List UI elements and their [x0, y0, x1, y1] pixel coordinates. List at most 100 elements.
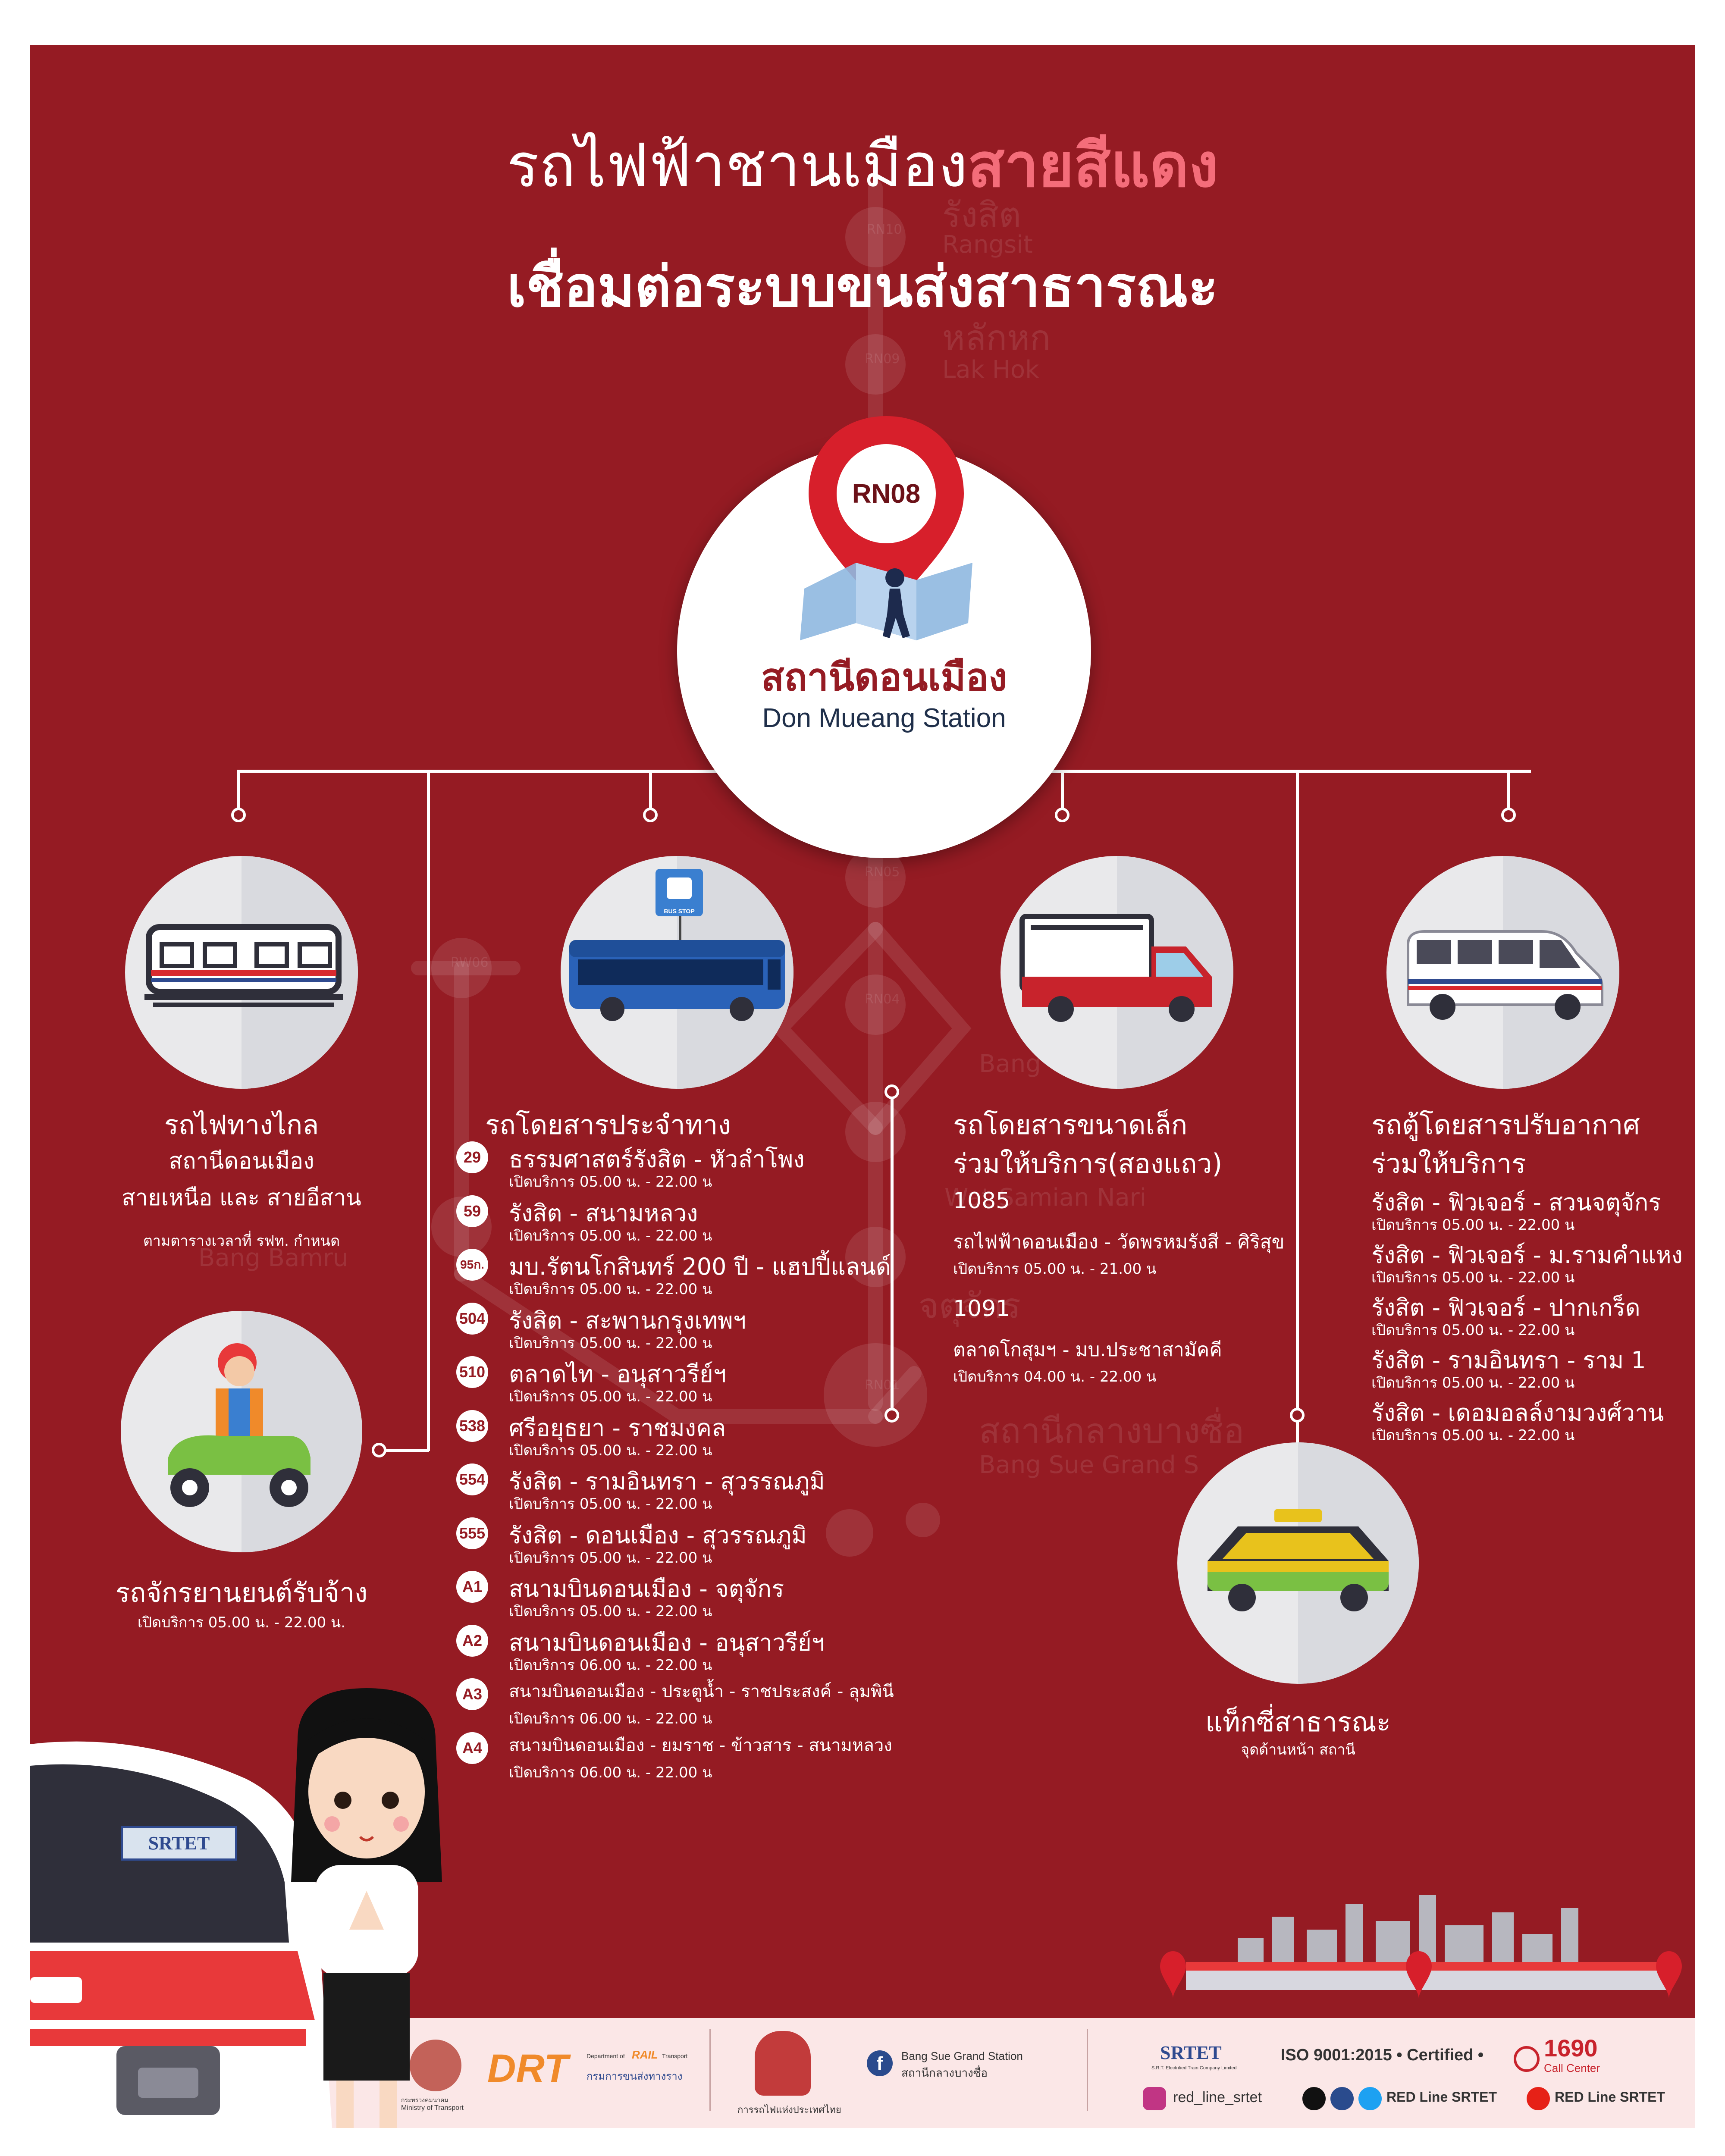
- bus-route-badge: 538: [456, 1410, 488, 1442]
- call-center-number[interactable]: 1690: [1544, 2034, 1598, 2062]
- title-prefix: รถไฟฟ้าชานเมือง: [506, 131, 968, 201]
- knob-taxi: [1290, 1408, 1305, 1423]
- songthaew-title-2: ร่วมให้บริการ(สองแถว): [953, 1148, 1223, 1179]
- van-route-hours: เปิดบริการ 05.00 น. - 22.00 น: [1371, 1216, 1575, 1234]
- songthaew-route-name-2: ตลาดโกสุมฯ - มบ.ประชาสามัคคี: [953, 1339, 1222, 1361]
- bus-route-hours: เปิดบริการ 05.00 น. - 22.00 น: [509, 1173, 712, 1191]
- van-route-hours: เปิดบริการ 05.00 น. - 22.00 น: [1371, 1427, 1575, 1444]
- bus-route-name: ศรีอยุธยา - ราชมงคล: [509, 1414, 726, 1442]
- van-route-name: รังสิต - ฟิวเจอร์ - ม.รามคำแหง: [1371, 1241, 1683, 1269]
- taxi-circle: [1177, 1442, 1419, 1684]
- knob-bus: [643, 808, 658, 822]
- taxi-note: จุดด้านหน้า สถานี: [1241, 1741, 1355, 1758]
- bus-route-name: สนามบินดอนเมือง - จตุจักร: [509, 1575, 784, 1602]
- drt-en-3: Transport: [662, 2053, 688, 2059]
- bus-route-hours: เปิดบริการ 05.00 น. - 22.00 น: [509, 1442, 712, 1459]
- bus-route-hours: เปิดบริการ 05.00 น. - 22.00 น: [509, 1281, 712, 1298]
- bg-station-rangsit-th: รังสิต: [942, 195, 1021, 235]
- bg-code-rn05: RN05: [865, 865, 900, 880]
- knob-songthaew-bottom: [884, 1408, 899, 1423]
- bus-route-hours: เปิดบริการ 06.00 น. - 22.00 น: [509, 1657, 712, 1674]
- srt-emblem-logo: [755, 2031, 811, 2096]
- bus-icon: [569, 869, 785, 1021]
- bus-route-badge: 555: [456, 1517, 488, 1549]
- bus-route-name: รังสิต - ดอนเมือง - สุวรรณภูมิ: [509, 1522, 807, 1549]
- bus-route-hours: เปิดบริการ 05.00 น. - 22.00 น: [509, 1227, 712, 1244]
- knob-songthaew-top: [884, 1084, 899, 1099]
- songthaew-route-name-1: รถไฟฟ้าดอนเมือง - วัดพรหมรังสี - ศิริสุข: [953, 1231, 1285, 1253]
- bus-circle: BUS STOP: [561, 856, 794, 1089]
- ministry-name-th: กระทรวงคมนาคม: [401, 2096, 448, 2103]
- facebook-page-en[interactable]: Bang Sue Grand Station: [901, 2049, 1023, 2062]
- phone-icon: [1514, 2046, 1540, 2072]
- van-icon: [1407, 930, 1603, 1020]
- social-handle-2[interactable]: RED Line SRTET: [1555, 2089, 1665, 2105]
- bus-route-badge: 510: [456, 1356, 488, 1388]
- footer-divider-1: [709, 2029, 711, 2111]
- taxi-title: แท็กซี่สาธารณะ: [1205, 1706, 1391, 1738]
- bg-station-rangsit-en: Rangsit: [942, 231, 1033, 259]
- bus-route-hours: เปิดบริการ 05.00 น. - 22.00 น: [509, 1549, 712, 1567]
- motorcycle-title: รถจักรยานยนต์รับจ้าง: [115, 1577, 368, 1608]
- bus-route-badge: A3: [456, 1678, 488, 1710]
- bg-station-lakhok-en: Lak Hok: [942, 356, 1039, 384]
- facebook-icon-2[interactable]: [1330, 2087, 1354, 2110]
- bus-route-hours: เปิดบริการ 06.00 น. - 22.00 น: [509, 1764, 712, 1781]
- songthaew-route-hours-2: เปิดบริการ 04.00 น. - 22.00 น: [953, 1368, 1157, 1385]
- bus-route-name: สนามบินดอนเมือง - อนุสาวรีย์ฯ: [509, 1629, 825, 1656]
- srtet-train-logo: SRTET: [121, 1826, 237, 1861]
- train-line3: สายเหนือ และ สายอีสาน: [122, 1185, 361, 1211]
- bg-station-lakhok-th: หลักหก: [942, 318, 1051, 358]
- connector-motorcycle-horizontal: [380, 1449, 429, 1452]
- staff-character: [291, 1688, 442, 2128]
- van-title-1: รถตู้โดยสารปรับอากาศ: [1371, 1109, 1640, 1141]
- taxi-icon: [1208, 1509, 1389, 1611]
- bg-code-rn04: RN04: [865, 992, 900, 1007]
- tiktok-icon[interactable]: [1302, 2087, 1326, 2110]
- srtet-logo: SRTET: [1160, 2042, 1222, 2063]
- bg-code-rn09: RN09: [865, 351, 900, 367]
- train-circle: [125, 856, 358, 1089]
- knob-train: [231, 808, 246, 822]
- connector-drop-train: [237, 770, 240, 817]
- bus-route-name: รังสิต - สนามหลวง: [509, 1200, 698, 1227]
- bus-route-badge: 95ก.: [456, 1249, 488, 1281]
- connector-drop-songthaew: [1061, 770, 1064, 817]
- knob-motorcycle: [372, 1443, 386, 1457]
- bus-route-name: สนามบินดอนเมือง - ประตูน้ำ - ราชประสงค์ …: [509, 1682, 894, 1702]
- bus-route-name: รังสิต - รามอินทรา - สุวรรณภูมิ: [509, 1468, 825, 1495]
- bus-route-hours: เปิดบริการ 05.00 น. - 22.00 น: [509, 1495, 712, 1513]
- bus-route-hours: เปิดบริการ 05.00 น. - 22.00 น: [509, 1388, 712, 1405]
- train-icon: [144, 924, 343, 1007]
- instagram-icon[interactable]: [1143, 2087, 1166, 2110]
- poster: RN10 รังสิต Rangsit RN09 หลักหก Lak Hok …: [30, 45, 1695, 2128]
- songthaew-route-no-1: 1085: [953, 1188, 1010, 1214]
- connector-drop-van: [1507, 770, 1510, 817]
- bg-code-rn01: RN01: [865, 1378, 900, 1393]
- bus-route-badge: 59: [456, 1195, 488, 1227]
- knob-van: [1501, 808, 1516, 822]
- facebook-icon[interactable]: f: [867, 2050, 893, 2076]
- title-line-2: เชื่อมต่อระบบขนส่งสาธารณะ: [507, 254, 1218, 320]
- connector-motorcycle-vertical: [427, 770, 430, 1451]
- bus-route-name: มบ.รัตนโกสินทร์ 200 ปี - แฮปปี้แลนด์: [509, 1253, 891, 1280]
- motorcycle-hours: เปิดบริการ 05.00 น. - 22.00 น.: [137, 1614, 346, 1631]
- bus-route-badge: 554: [456, 1463, 488, 1495]
- bg-station-bangbamru-en: Bang Bamru: [198, 1244, 348, 1272]
- facebook-page-th: สถานีกลางบางซื่อ: [901, 2066, 988, 2079]
- drt-logo: DRT: [487, 2046, 568, 2090]
- motorcycle-circle: [121, 1311, 362, 1552]
- songthaew-title-1: รถโดยสารขนาดเล็ก: [953, 1109, 1188, 1141]
- youtube-icon[interactable]: [1527, 2087, 1550, 2110]
- instagram-handle[interactable]: red_line_srtet: [1173, 2089, 1262, 2106]
- srt-name-th: การรถไฟแห่งประเทศไทย: [737, 2104, 841, 2115]
- songthaew-circle: [1000, 856, 1233, 1089]
- bg-code-rn10: RN10: [867, 222, 902, 237]
- twitter-icon[interactable]: [1358, 2087, 1382, 2110]
- bus-route-hours: เปิดบริการ 06.00 น. - 22.00 น: [509, 1710, 712, 1727]
- train-note: ตามตารางเวลาที่ รฟท. กำหนด: [143, 1232, 340, 1250]
- van-route-hours: เปิดบริการ 05.00 น. - 22.00 น: [1371, 1322, 1575, 1339]
- drt-en-1: Department of: [586, 2053, 625, 2059]
- hub-station-name-th: สถานีดอนเมือง: [761, 655, 1007, 699]
- social-handle-1[interactable]: RED Line SRTET: [1386, 2089, 1497, 2105]
